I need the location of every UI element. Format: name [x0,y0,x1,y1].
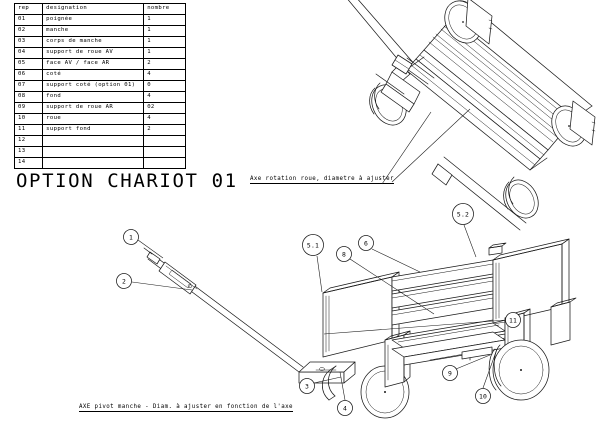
support-roue-ar [461,346,493,361]
balloon-circle [505,312,521,328]
balloon-circle [336,246,352,262]
cell-designation: support fond [42,123,145,136]
balloon-label: 11 [509,316,517,324]
balloon-circle [452,203,474,225]
cell-nombre: 2 [143,123,186,136]
balloon-label: 5.2 [457,210,469,218]
cell-rep: 14 [13,156,44,169]
balloon-circle [116,273,132,289]
rear-axle-support-underside [431,156,527,231]
cell-rep: 13 [13,145,44,158]
callout-9[interactable]: 9 [442,365,458,381]
leader-6 [371,248,421,273]
callout-6[interactable]: 6 [358,235,374,251]
column-header-designation: designation [42,3,145,15]
callout-3[interactable]: 3 [299,378,315,394]
balloon-label: 1 [129,233,133,241]
table-header-row: rep designation nombre [13,3,186,15]
leader-1 [137,239,164,259]
callout-leaders [131,224,507,401]
leader-5-2 [463,224,477,258]
deck-slats-underside [423,17,576,151]
balloon-circle [358,235,374,251]
leader-2 [131,281,193,291]
balloon-label: 5.1 [307,241,319,249]
balloon-label: 2 [122,277,126,285]
callout-4[interactable]: 4 [337,400,353,416]
balloon-label: 10 [479,392,487,400]
front-axle-pivot-assembly [375,54,435,113]
column-header-rep: rep [13,3,44,15]
leader-axe-rotation-roue-2 [391,108,471,183]
leader-4 [339,371,346,401]
balloon-label: 9 [448,369,452,377]
assembly-isometric-view [143,238,577,419]
annotation-axe-pivot-manche: AXE pivot manche - Diam. à ajuster en fo… [79,404,293,412]
leader-axe-rotation-roue [381,111,432,185]
balloon-label: 8 [342,250,346,258]
cell-nombre [143,145,186,158]
callout-10[interactable]: 10 [475,388,491,404]
cell-designation [42,145,145,158]
cell-designation [42,134,145,147]
balloon-circle [302,234,324,256]
cell-designation [42,156,145,169]
leader-9 [455,354,491,370]
cell-rep: 12 [13,134,44,147]
callout-1[interactable]: 1 [123,229,139,245]
callout-2[interactable]: 2 [116,273,132,289]
underside-isometric-view [347,0,596,231]
table-row: 14 [13,156,186,169]
cell-nombre [143,134,186,147]
leader-11 [323,319,507,335]
callout-balloons: 5.2 1 2 3 4 5.1 6 8 9 10 11 [116,203,521,416]
balloon-circle [299,378,315,394]
leader-8 [349,258,435,315]
balloon-label: 3 [305,382,309,390]
cote-back-slats [391,259,494,326]
cell-nombre [143,156,186,169]
callout-5-1[interactable]: 5.1 [302,234,324,256]
balloon-circle [337,400,353,416]
leader-3 [313,376,342,384]
balloon-circle [442,365,458,381]
face-ar-cleat [488,242,507,256]
table-row: 12 [13,134,186,147]
page-title: OPTION CHARIOT 01 [16,170,238,192]
annotation-axe-rotation-roue: Axe rotation roue, diametre à ajuster [250,176,394,184]
cell-rep: 11 [13,123,44,136]
balloon-label: 4 [343,404,347,412]
callout-8[interactable]: 8 [336,246,352,262]
balloon-label: 6 [364,239,368,247]
handle-assembly [143,247,304,373]
balloon-circle [123,229,139,245]
table-row: 13 [13,145,186,158]
support-fond-underside [405,49,549,171]
front-wheel-left-underside [444,0,493,45]
leader-10 [482,348,498,389]
callout-5-2[interactable]: 5.2 [452,203,474,225]
column-header-nombre: nombre [143,3,186,15]
rear-wheels-underside [503,100,596,219]
leader-5-1 [316,255,323,293]
rear-wheels-assembly [488,339,550,401]
balloon-circle [475,388,491,404]
callout-11[interactable]: 11 [505,312,521,328]
